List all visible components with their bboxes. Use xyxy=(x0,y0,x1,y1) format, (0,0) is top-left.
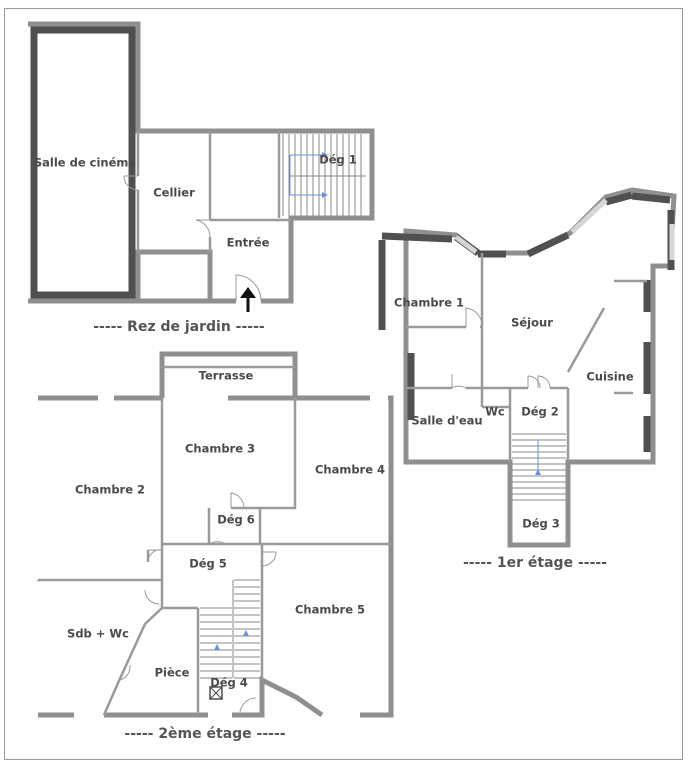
room-sejour: Séjour xyxy=(511,316,553,330)
room-sdb-wc: Sdb + Wc xyxy=(67,627,129,641)
room-wc: Wc xyxy=(485,405,505,419)
entrance-arrow-icon xyxy=(240,287,256,312)
room-cellier: Cellier xyxy=(153,186,195,200)
room-deg1: Dég 1 xyxy=(319,153,357,167)
stair-deg4 xyxy=(200,579,260,700)
room-chambre4: Chambre 4 xyxy=(315,463,385,477)
stair-deg2-3 xyxy=(512,433,566,501)
room-deg3: Dég 3 xyxy=(522,517,560,531)
room-deg2: Dég 2 xyxy=(521,405,559,419)
room-chambre1: Chambre 1 xyxy=(394,296,464,310)
room-chambre5: Chambre 5 xyxy=(295,603,365,617)
caption-2eme-etage: ----- 2ème étage ----- xyxy=(124,726,285,742)
room-entree: Entrée xyxy=(227,236,270,250)
room-chambre3: Chambre 3 xyxy=(185,442,255,456)
room-deg5: Dég 5 xyxy=(189,557,227,571)
plan-2eme-etage: Terrasse Chambre 3 Chambre 4 Chambre 2 D… xyxy=(36,351,394,742)
room-salle-eau: Salle d'eau xyxy=(411,414,482,428)
room-cuisine: Cuisine xyxy=(586,370,634,384)
drawing-frame xyxy=(4,8,683,760)
room-terrasse: Terrasse xyxy=(199,369,254,383)
stair-deg1 xyxy=(282,134,366,216)
caption-1er-etage: ----- 1er étage ----- xyxy=(463,555,607,571)
room-chambre2: Chambre 2 xyxy=(75,483,145,497)
plan-1er-etage: Chambre 1 Séjour Cuisine Salle d'eau Wc … xyxy=(378,187,677,571)
room-deg6: Dég 6 xyxy=(217,513,255,527)
room-deg4: Dég 4 xyxy=(210,676,248,690)
caption-rez-de-jardin: ----- Rez de jardin ----- xyxy=(93,319,265,335)
cinema-thick-walls xyxy=(30,26,136,299)
room-salle-cinema: Salle de cinéma xyxy=(34,156,136,170)
room-piece: Pièce xyxy=(155,666,190,680)
plan-rez-de-jardin: Salle de cinéma Cellier Entrée Dég 1 ---… xyxy=(28,21,375,335)
